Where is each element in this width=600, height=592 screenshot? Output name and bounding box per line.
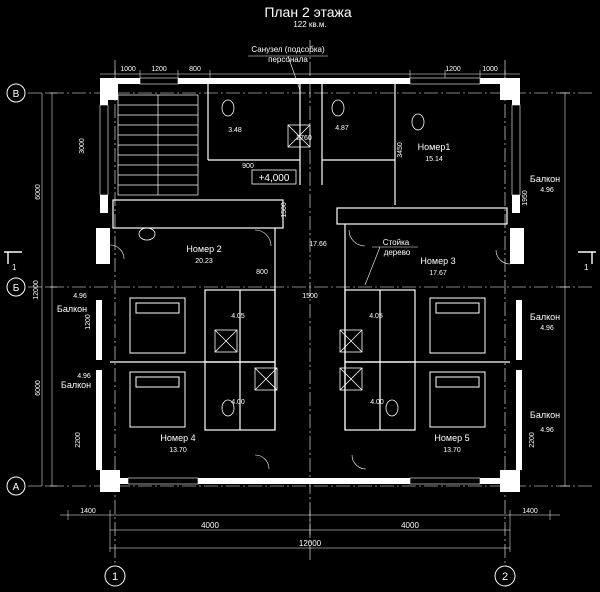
dimension-lines — [41, 70, 570, 552]
axis-label-1: 1 — [112, 571, 118, 583]
balcony-label-left-mid: Балкон — [57, 304, 87, 314]
axis-label-b: Б — [13, 283, 20, 294]
room-area-wc1: 3.48 — [228, 127, 242, 134]
dim-2760: 2760 — [296, 135, 312, 142]
room-area-bath-l1: 4.05 — [231, 313, 245, 320]
interior-walls — [110, 84, 510, 431]
room-area-bath-r1: 4.05 — [369, 313, 383, 320]
dim-1200: 1200 — [85, 314, 92, 330]
room-name-nomer4: Номер 4 — [160, 433, 195, 443]
room-name-nomer5: Номер 5 — [434, 433, 469, 443]
stoyka-note-line1: Стойка — [383, 238, 410, 247]
balcony-label-top-right: Балкон — [530, 174, 560, 184]
balcony-area-top-right: 4.96 — [540, 187, 554, 194]
dim-900: 900 — [242, 163, 254, 170]
level-marker-box — [251, 169, 297, 185]
room-name-nomer2: Номер 2 — [186, 244, 221, 254]
balcony-area-left-mid: 4.96 — [73, 293, 87, 300]
dim-2200-right: 2200 — [529, 432, 536, 448]
balcony-label-right-low: Балкон — [530, 410, 560, 420]
dim-bottom-1400a: 1400 — [80, 508, 96, 515]
balcony-label-right-mid: Балкон — [530, 312, 560, 322]
room-area-bath-r2: 4.00 — [370, 399, 384, 406]
staircase — [117, 94, 199, 196]
dim-1950: 1950 — [522, 190, 529, 206]
room-area-bath-l2: 4.00 — [231, 399, 245, 406]
axis-label-v: В — [13, 89, 20, 100]
leader-lines — [248, 55, 418, 286]
room-area-nomer4: 13.70 — [169, 447, 187, 454]
room-name-nomer1: Номер1 — [418, 142, 451, 152]
dim-left-12000: 12000 — [33, 280, 40, 300]
dim-top-1000b: 1000 — [482, 66, 498, 73]
room-name-nomer3: Номер 3 — [420, 256, 455, 266]
room-area-corridor: 17.66 — [309, 241, 327, 248]
plan-title: План 2 этажа — [264, 4, 352, 20]
dim-left-6000b: 6000 — [35, 380, 42, 396]
section-marks — [4, 251, 596, 264]
room-area-nomer5: 13.70 — [443, 447, 461, 454]
door-swings — [109, 229, 511, 470]
dim-top-1200b: 1200 — [445, 66, 461, 73]
axis-label-2: 2 — [502, 571, 508, 583]
plan-area-subtitle: 122 кв.м. — [293, 20, 326, 29]
axis-bubbles — [6, 83, 516, 587]
dim-bottom-1400b: 1400 — [522, 508, 538, 515]
dim-corridor-1500: 1500 — [302, 293, 318, 300]
dim-3000: 3000 — [79, 138, 86, 154]
room-area-nomer3: 17.67 — [429, 270, 447, 277]
dim-1500-vertical: 1500 — [281, 202, 288, 218]
room-area-nomer2: 20.23 — [195, 258, 213, 265]
dim-800: 800 — [256, 269, 268, 276]
balcony-area-right-mid: 4.96 — [540, 325, 554, 332]
dim-bottom-4000a: 4000 — [201, 521, 219, 530]
dim-top-800a: 800 — [189, 66, 201, 73]
sanitary-fixtures — [138, 99, 425, 417]
section-mark-right: 1 — [584, 263, 589, 272]
dim-bottom-4000b: 4000 — [401, 521, 419, 530]
axis-label-a: А — [13, 482, 20, 493]
dim-left-6000a: 6000 — [35, 184, 42, 200]
dim-2200-left: 2200 — [75, 432, 82, 448]
sanuzel-note-line1: Санузел (подсобка) — [251, 45, 325, 54]
balcony-area-right-low: 4.96 — [540, 427, 554, 434]
dim-3450: 3450 — [397, 142, 404, 158]
stoyka-note-line2: дерево — [384, 248, 411, 257]
balcony-label-left-low: Балкон — [61, 380, 91, 390]
room-area-nomer1: 15.14 — [425, 156, 443, 163]
room-area-wc2: 4.87 — [335, 125, 349, 132]
sanuzel-note-line2: персонала — [268, 55, 308, 64]
balcony-area-left-low: 4.96 — [77, 373, 91, 380]
beds — [129, 297, 486, 428]
dim-top-1000a: 1000 — [120, 66, 136, 73]
windows — [99, 77, 521, 485]
dim-bottom-12000: 12000 — [299, 539, 322, 548]
section-mark-left: 1 — [12, 263, 17, 272]
level-marker: +4,000 — [259, 173, 290, 184]
dim-top-1200a: 1200 — [151, 66, 167, 73]
